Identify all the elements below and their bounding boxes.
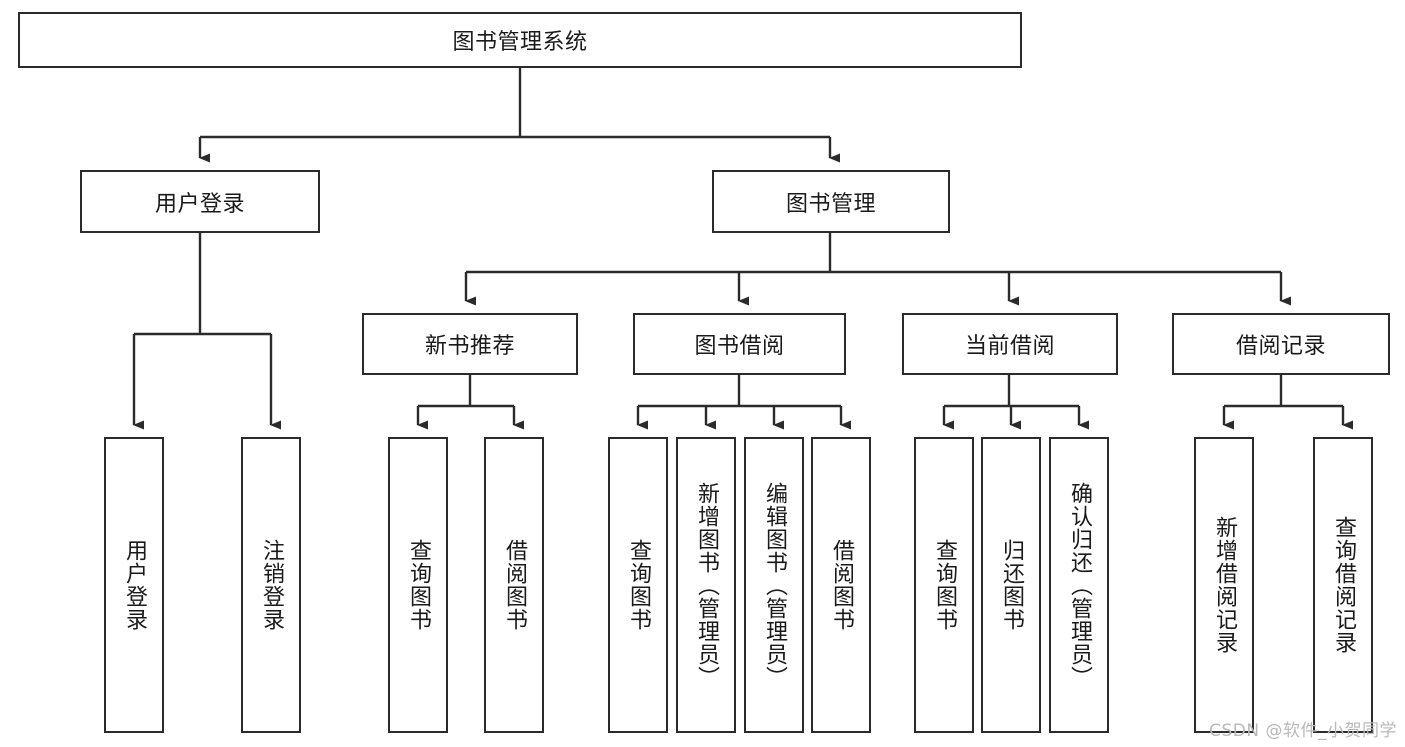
leaf-query-book-current[interactable]: 查询图书 — [914, 437, 974, 733]
leaf-query-borrow-record[interactable]: 查询借阅记录 — [1313, 437, 1373, 733]
node-label: 编辑图书（管理员） — [761, 481, 787, 689]
node-label: 归还图书 — [998, 539, 1024, 631]
leaf-add-book-admin[interactable]: 新增图书（管理员） — [676, 437, 736, 733]
node-label: 当前借阅 — [964, 334, 1055, 359]
node-label: 查询图书 — [625, 539, 651, 631]
leaf-query-book-recommend[interactable]: 查询图书 — [388, 437, 448, 733]
leaf-user-login[interactable]: 用户登录 — [104, 437, 164, 733]
node-label: 用户登录 — [121, 539, 147, 631]
leaf-return-book[interactable]: 归还图书 — [981, 437, 1041, 733]
leaf-confirm-return-admin[interactable]: 确认归还（管理员） — [1049, 437, 1109, 733]
leaf-borrow-book[interactable]: 借阅图书 — [811, 437, 871, 733]
leaf-edit-book-admin[interactable]: 编辑图书（管理员） — [744, 437, 804, 733]
node-borrow-record[interactable]: 借阅记录 — [1172, 313, 1390, 375]
node-label: 借阅记录 — [1235, 334, 1326, 359]
csdn-watermark: CSDN @软件_小贺同学 — [1209, 721, 1397, 741]
node-label: 图书管理 — [785, 191, 876, 217]
node-current-borrow[interactable]: 当前借阅 — [902, 313, 1118, 375]
node-label: 新增图书（管理员） — [693, 481, 719, 689]
leaf-logout-login[interactable]: 注销登录 — [241, 437, 301, 733]
node-book-management[interactable]: 图书管理 — [712, 170, 950, 233]
node-label: 用户登录 — [154, 191, 245, 217]
leaf-query-book-borrow[interactable]: 查询图书 — [608, 437, 668, 733]
node-root-system[interactable]: 图书管理系统 — [18, 12, 1022, 68]
node-user-login[interactable]: 用户登录 — [80, 170, 320, 233]
node-book-borrow[interactable]: 图书借阅 — [633, 313, 846, 375]
node-label: 查询图书 — [405, 539, 431, 631]
node-label: 新书推荐 — [424, 334, 515, 359]
node-label: 确认归还（管理员） — [1066, 481, 1092, 689]
node-label: 注销登录 — [258, 539, 284, 631]
node-label: 借阅图书 — [501, 539, 527, 631]
node-label: 查询图书 — [931, 539, 957, 631]
node-label: 查询借阅记录 — [1330, 516, 1356, 654]
node-label: 新增借阅记录 — [1211, 516, 1237, 654]
node-label: 图书管理系统 — [452, 30, 588, 55]
node-new-book-recommend[interactable]: 新书推荐 — [362, 313, 578, 375]
leaf-add-borrow-record[interactable]: 新增借阅记录 — [1194, 437, 1254, 733]
node-label: 借阅图书 — [828, 539, 854, 631]
node-label: 图书借阅 — [694, 334, 785, 359]
leaf-borrow-book-recommend[interactable]: 借阅图书 — [484, 437, 544, 733]
